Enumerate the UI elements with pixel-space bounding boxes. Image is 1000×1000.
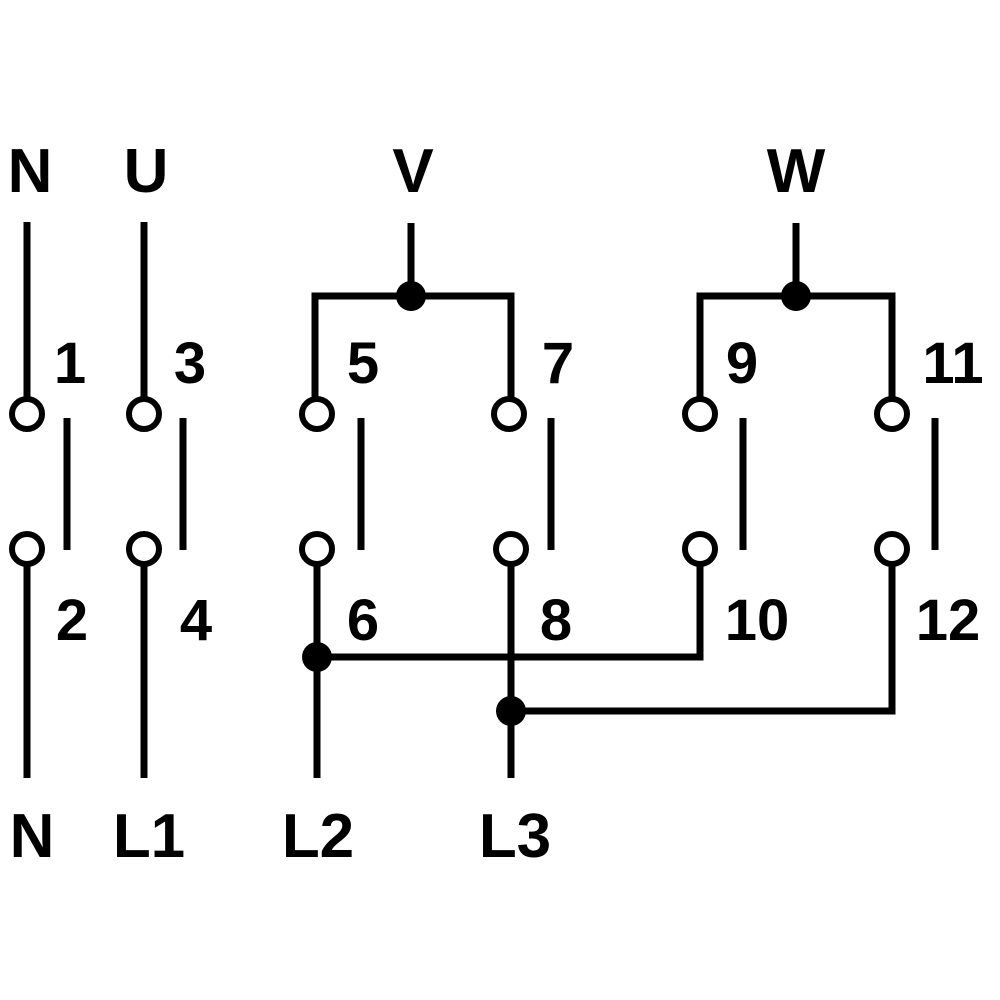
bridge-6-10 bbox=[317, 563, 704, 661]
contact-terminal-8 bbox=[493, 531, 529, 567]
contact-terminal-7 bbox=[491, 396, 527, 432]
contact-number-1: 1 bbox=[54, 331, 86, 396]
bottom-label-l3: L3 bbox=[479, 802, 551, 871]
contact-number-6: 6 bbox=[347, 588, 379, 653]
contact-number-9: 9 bbox=[726, 331, 758, 396]
contact-terminal-12 bbox=[874, 531, 910, 567]
contact-number-8: 8 bbox=[540, 588, 572, 653]
contact-terminal-5 bbox=[299, 396, 335, 432]
junction-w bbox=[781, 281, 811, 311]
contact-terminal-4 bbox=[126, 531, 162, 567]
contact-number-11: 11 bbox=[922, 331, 983, 396]
contact-number-5: 5 bbox=[347, 331, 379, 396]
junction-v bbox=[396, 281, 426, 311]
contact-terminal-9 bbox=[682, 396, 718, 432]
contact-terminal-10 bbox=[682, 531, 718, 567]
top-label-u: U bbox=[124, 137, 169, 206]
contact-terminal-1 bbox=[9, 396, 45, 432]
top-label-w: W bbox=[767, 137, 826, 206]
top-label-n: N bbox=[8, 137, 53, 206]
bottom-label-n: N bbox=[10, 802, 55, 871]
contact-number-12: 12 bbox=[916, 588, 981, 653]
contact-number-7: 7 bbox=[542, 331, 574, 396]
contact-terminal-2 bbox=[9, 531, 45, 567]
contact-terminal-3 bbox=[126, 396, 162, 432]
contact-number-4: 4 bbox=[180, 588, 212, 653]
junction-l2 bbox=[302, 642, 332, 672]
contact-terminal-6 bbox=[299, 531, 335, 567]
bus-v bbox=[311, 292, 515, 400]
contact-terminal-11 bbox=[874, 396, 910, 432]
bridge-8-12 bbox=[511, 563, 896, 715]
contact-number-10: 10 bbox=[725, 588, 790, 653]
top-label-v: V bbox=[392, 137, 433, 206]
contact-number-2: 2 bbox=[56, 588, 88, 653]
contact-number-3: 3 bbox=[174, 331, 206, 396]
bottom-label-l2: L2 bbox=[282, 802, 354, 871]
bottom-label-l1: L1 bbox=[113, 802, 185, 871]
junction-l3 bbox=[496, 696, 526, 726]
